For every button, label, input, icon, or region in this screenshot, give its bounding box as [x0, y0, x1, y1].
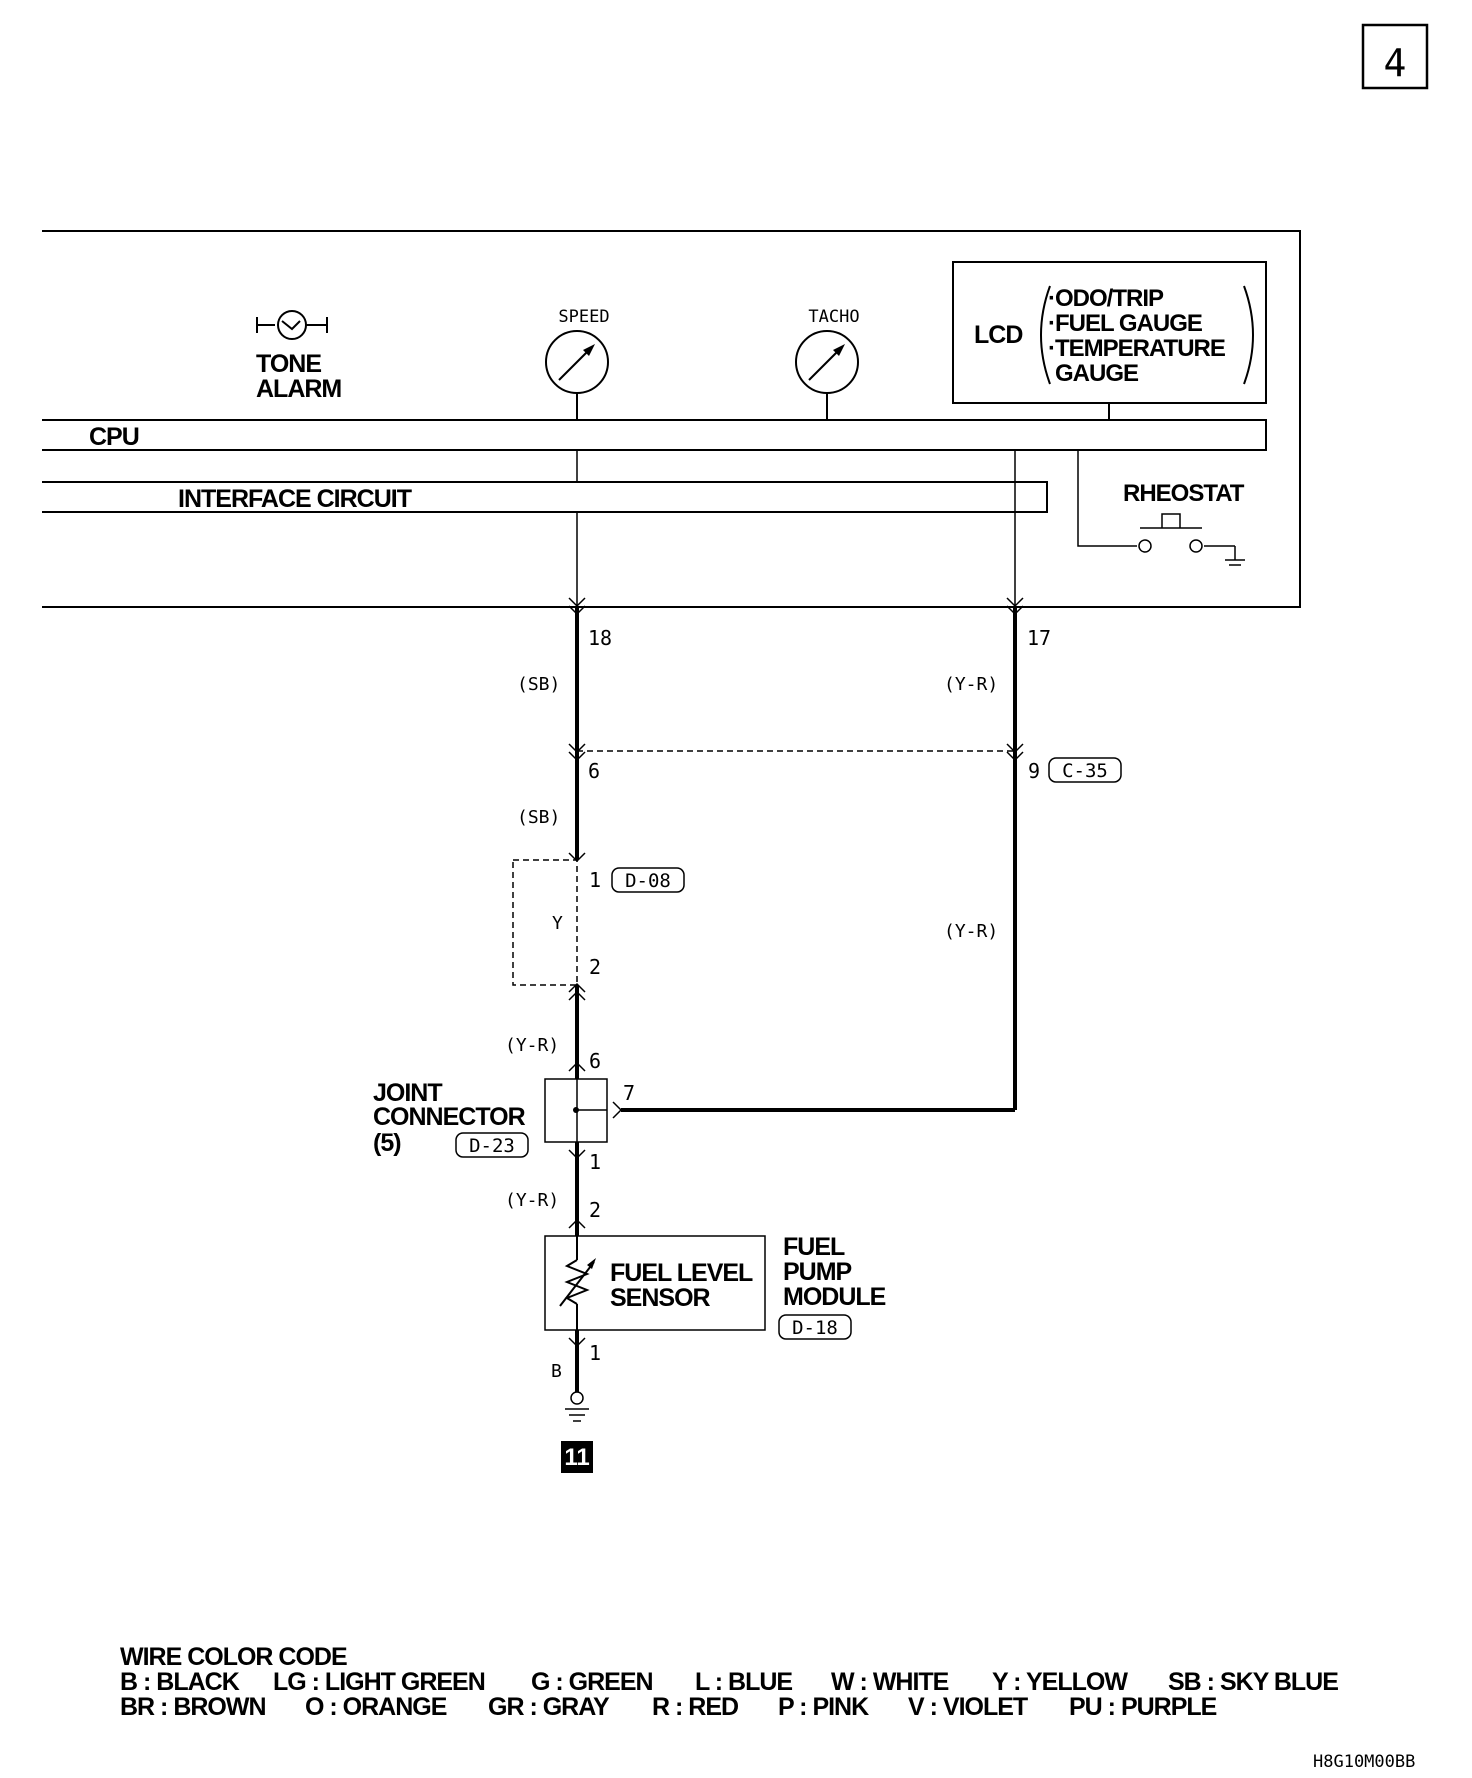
- connector-d18-label: D-18: [792, 1317, 838, 1339]
- speedometer-gauge-icon: [545, 330, 609, 420]
- fuel-sensor-label-1: FUEL LEVEL: [610, 1259, 753, 1287]
- cpu-bar: CPU: [42, 419, 1267, 451]
- legend-row-1: B : BLACK LG : LIGHT GREEN G : GREEN L : BL…: [120, 1668, 1339, 1696]
- pin-6-jc: 6: [589, 1049, 601, 1073]
- pin-6-c35: 6: [588, 759, 600, 783]
- legend-item: G : GREEN: [531, 1668, 654, 1696]
- legend-item: B : BLACK: [120, 1668, 240, 1696]
- lcd-label: LCD: [974, 321, 1022, 349]
- joint-connector-label-1: JOINT: [373, 1079, 442, 1107]
- wire-yr-label-3: (Y-R): [505, 1035, 559, 1056]
- pin-17: 17: [1027, 626, 1051, 650]
- connector-d23-box: [455, 1132, 529, 1158]
- connector-d08: [512, 852, 685, 1001]
- lcd-item-gauge: GAUGE: [1055, 360, 1139, 387]
- joint-connector-box: [544, 1078, 1015, 1143]
- pin-7-jc: 7: [623, 1081, 635, 1105]
- legend-item: R : RED: [652, 1693, 739, 1721]
- wire-yr-label-1: (Y-R): [944, 674, 998, 695]
- legend-item: W : WHITE: [831, 1668, 949, 1696]
- wire-sb-label-2: (SB): [517, 807, 560, 828]
- rheostat-switch-icon: [1077, 450, 1245, 566]
- fuel-pump-label-1: FUEL: [783, 1233, 845, 1261]
- pin-2-d08: 2: [589, 955, 601, 979]
- legend-item: P : PINK: [778, 1693, 869, 1721]
- ground-reference-number: 11: [564, 1444, 589, 1471]
- variable-resistor-icon: [564, 1259, 590, 1305]
- page-number: 4: [1384, 41, 1407, 85]
- pin-1-d08: 1: [589, 868, 601, 892]
- wire-sb-label-1: (SB): [517, 674, 560, 695]
- pin-9-c35: 9: [1028, 759, 1040, 783]
- fuel-pump-label-3: MODULE: [783, 1283, 886, 1311]
- wire-yr-label-4: (Y-R): [505, 1190, 559, 1211]
- legend-item: Y : YELLOW: [992, 1668, 1128, 1696]
- fuel-level-sensor-box: [544, 1235, 766, 1331]
- connector-c35-label: C-35: [1062, 760, 1108, 782]
- speed-label: SPEED: [558, 307, 609, 327]
- ground-reference-badge: 11: [561, 1441, 593, 1473]
- lcd-item-odo: ·ODO/TRIP: [1048, 285, 1164, 312]
- lcd-box: LCD ·ODO/TRIP ·FUEL GAUGE ·TEMPERATURE G…: [952, 261, 1267, 420]
- pin-1-fuel: 1: [589, 1341, 601, 1365]
- lcd-item-fuel: ·FUEL GAUGE: [1048, 310, 1203, 337]
- tachometer-gauge-icon: [795, 330, 859, 420]
- legend-item: O : ORANGE: [305, 1693, 447, 1721]
- lcd-bracket-right: [1243, 285, 1254, 385]
- interface-circuit-bar: INTERFACE CIRCUIT: [42, 481, 1048, 513]
- legend-title: WIRE COLOR CODE: [120, 1643, 348, 1671]
- connector-d18-box: [778, 1314, 852, 1340]
- d08-inner-label: Y: [552, 913, 563, 934]
- legend-row-2: BR : BROWN O : ORANGE GR : GRAY R : RED P : …: [120, 1695, 1338, 1720]
- combination-meter: TONE ALARM SPEED TACHO LCD ·ODO/TRIP ·FU…: [42, 230, 1301, 608]
- figure-code: H8G10M00BB: [1313, 1752, 1416, 1772]
- tone-alarm-label-2: ALARM: [256, 375, 341, 403]
- fuel-pump-label-2: PUMP: [783, 1258, 852, 1286]
- pin-2-fuel: 2: [589, 1198, 601, 1222]
- legend-item: BR : BROWN: [120, 1693, 267, 1721]
- cpu-label: CPU: [89, 423, 139, 451]
- tone-alarm-icon: [256, 310, 328, 340]
- wire-b-label: B: [551, 1361, 562, 1382]
- legend-item: LG : LIGHT GREEN: [273, 1668, 486, 1696]
- connector-d08-label: D-08: [625, 870, 671, 892]
- joint-connector-label-2: CONNECTOR: [373, 1103, 526, 1131]
- rheostat-label: RHEOSTAT: [1123, 480, 1245, 507]
- joint-connector-label-3: (5): [373, 1129, 401, 1157]
- lcd-bracket-left: [1040, 285, 1051, 385]
- legend-item: V : VIOLET: [908, 1693, 1028, 1721]
- pin-18: 18: [588, 626, 612, 650]
- legend-item: PU : PURPLE: [1069, 1693, 1217, 1721]
- pin-1-jc: 1: [589, 1150, 601, 1174]
- interface-circuit-label: INTERFACE CIRCUIT: [178, 485, 412, 513]
- fuel-sensor-label-2: SENSOR: [610, 1284, 711, 1312]
- lcd-item-temp: ·TEMPERATURE: [1048, 335, 1226, 362]
- tone-alarm-label-1: TONE: [256, 350, 321, 378]
- wire-yr-label-2: (Y-R): [944, 921, 998, 942]
- legend-item: SB : SKY BLUE: [1168, 1668, 1339, 1696]
- wire-color-legend: WIRE COLOR CODE B : BLACK LG : LIGHT GREE…: [120, 1643, 1339, 1720]
- tacho-label: TACHO: [808, 307, 859, 327]
- legend-item: GR : GRAY: [488, 1693, 610, 1721]
- page-number-box: 4: [1361, 23, 1429, 90]
- connector-d23-label: D-23: [469, 1135, 515, 1157]
- legend-item: L : BLUE: [695, 1668, 793, 1696]
- ground-icon: [565, 1391, 589, 1422]
